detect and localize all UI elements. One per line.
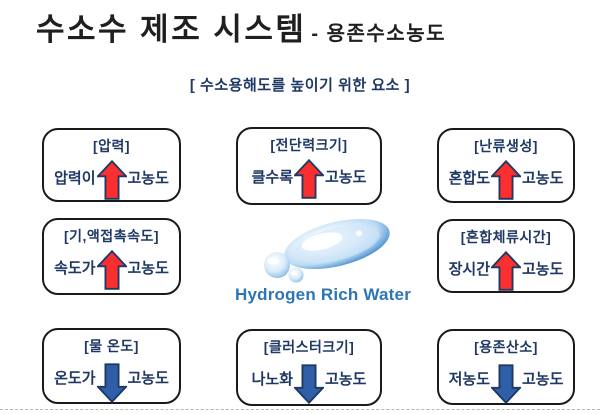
factor-left-text: 속도가: [54, 259, 96, 277]
factor-left-text: 혼합도: [448, 169, 490, 187]
factor-label: [압력]: [92, 138, 131, 154]
subtitle: [ 수소용해도를 높이기 위한 요소 ]: [189, 77, 411, 94]
factor-left-text: 장시간: [448, 260, 490, 278]
factor-right-text: 고농도: [522, 370, 564, 388]
factor-label: [혼합체류시간]: [460, 229, 552, 245]
page-title-main: 수소수 제조 시스템: [36, 12, 307, 47]
factor-box-shear-force: [전단력크기] 클수록 고농도: [236, 127, 382, 205]
factor-row: 저농도 고농도: [448, 358, 564, 404]
center-illustration: Hydrogen Rich Water: [228, 216, 418, 308]
factor-row: 나노화 고농도: [251, 358, 367, 404]
factor-row: 온도가 고농도: [54, 357, 169, 403]
down-arrow-icon: [96, 363, 127, 403]
factor-box-turbulence: [난류생성] 혼합도 고농도: [437, 128, 575, 203]
factor-label: [용존산소]: [474, 339, 538, 355]
factor-label: [전단력크기]: [270, 137, 348, 153]
factor-label: [클러스터크기]: [263, 339, 355, 355]
factor-left-text: 나노화: [251, 370, 293, 388]
factor-box-pressure: [압력] 압력이 고농도: [42, 128, 181, 202]
factor-right-text: 고농도: [127, 369, 169, 387]
factor-label: [기,액접촉속도]: [64, 228, 159, 244]
bottom-divider: [0, 409, 600, 410]
factor-box-dissolved-oxygen: [용존산소] 저농도 고농도: [437, 329, 575, 405]
factor-label: [난류생성]: [474, 138, 538, 154]
factor-row: 속도가 고농도: [54, 247, 169, 290]
up-arrow-icon: [96, 160, 127, 200]
up-arrow-icon: [491, 160, 521, 200]
center-caption: Hydrogen Rich Water: [234, 285, 412, 304]
page-title: 수소수 제조 시스템 - 용존수소농도: [36, 4, 446, 49]
factor-row: 압력이 고농도: [54, 157, 169, 200]
water-droplet-image: [264, 218, 390, 283]
factor-box-cluster-size: [클러스터크기] 나노화 고농도: [236, 329, 382, 406]
factor-label: [물 온도]: [84, 338, 139, 354]
up-arrow-icon: [96, 250, 127, 290]
factor-right-text: 고농도: [127, 169, 169, 187]
factor-box-water-temperature: [물 온도] 온도가 고농도: [42, 328, 181, 404]
up-arrow-icon: [491, 251, 521, 291]
factor-left-text: 클수록: [251, 168, 293, 186]
down-arrow-icon: [491, 364, 521, 404]
factor-right-text: 고농도: [522, 260, 564, 278]
factor-right-text: 고농도: [522, 169, 564, 187]
factor-right-text: 고농도: [325, 370, 367, 388]
factor-left-text: 저농도: [448, 370, 490, 388]
factor-box-mixing-residence-time: [혼합체류시간] 장시간 고농도: [437, 219, 575, 293]
page-title-suffix: - 용존수소농도: [311, 23, 447, 45]
factor-row: 클수록 고농도: [251, 156, 367, 199]
down-arrow-icon: [294, 364, 324, 404]
factor-left-text: 온도가: [54, 369, 96, 387]
factor-right-text: 고농도: [127, 259, 169, 277]
factor-row: 혼합도 고농도: [448, 157, 564, 200]
factor-row: 장시간 고농도: [448, 248, 564, 291]
factor-box-gas-liquid-contact-speed: [기,액접촉속도] 속도가 고농도: [42, 218, 181, 295]
factor-right-text: 고농도: [325, 168, 367, 186]
factor-left-text: 압력이: [54, 169, 96, 187]
up-arrow-icon: [294, 159, 324, 199]
